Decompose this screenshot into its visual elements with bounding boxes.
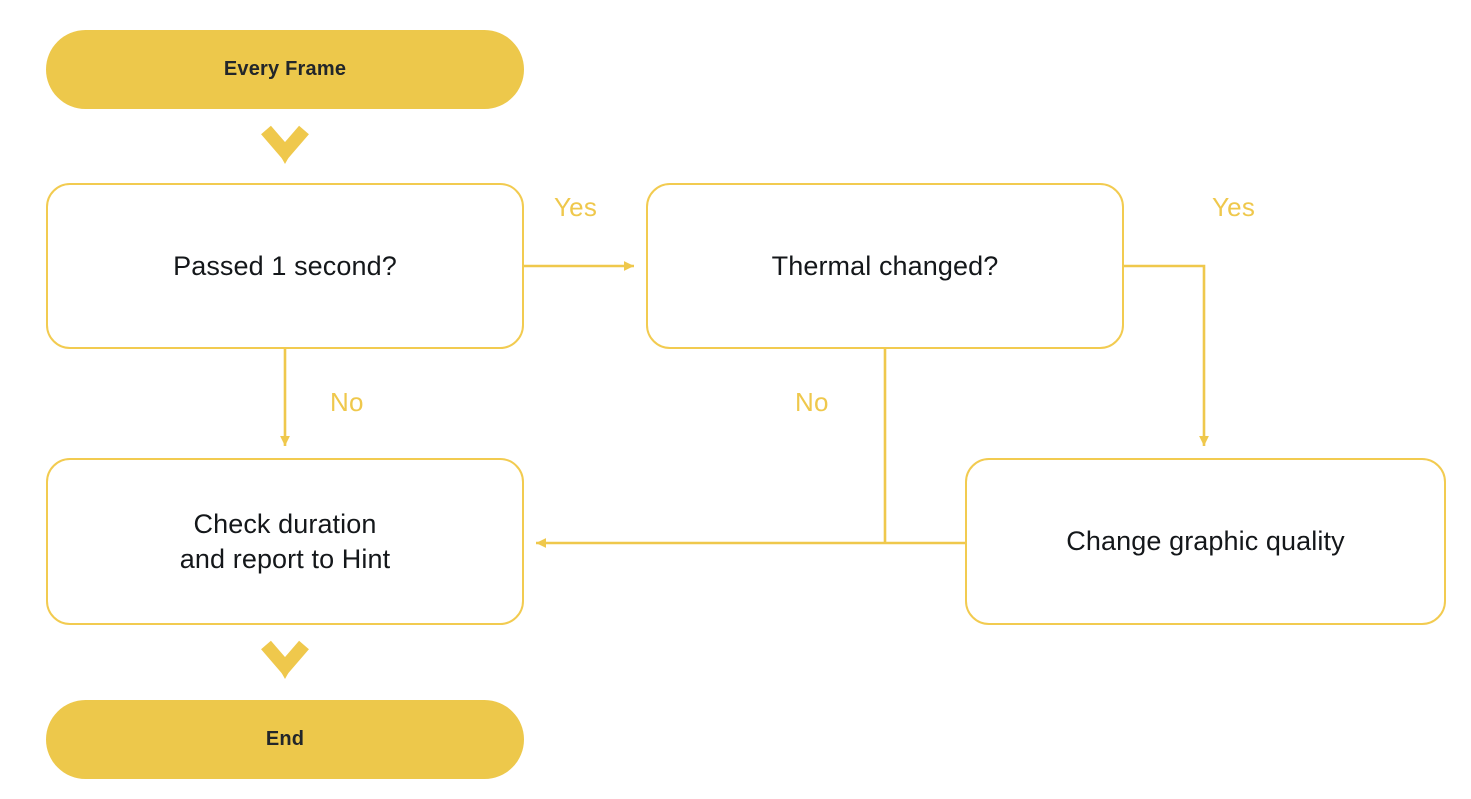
edge-label-no-passed-to-check: No — [330, 387, 364, 417]
node-start-every-frame[interactable]: Every Frame — [46, 30, 524, 109]
node-decision-thermal-changed[interactable]: Thermal changed? — [646, 183, 1124, 349]
node-process-check-duration[interactable]: Check duration and report to Hint — [46, 458, 524, 625]
node-end[interactable]: End — [46, 700, 524, 779]
chevron-start-to-passed — [261, 125, 309, 164]
node-change-label: Change graphic quality — [1066, 526, 1345, 557]
node-process-change-graphic-quality[interactable]: Change graphic quality — [965, 458, 1446, 625]
node-decision-passed-one-second[interactable]: Passed 1 second? — [46, 183, 524, 349]
node-check-label: Check duration and report to Hint — [179, 508, 391, 574]
edge-label-no-thermal-to-check: No — [795, 387, 829, 417]
edge-label-yes-thermal-to-change: Yes — [1212, 192, 1256, 222]
node-end-label: End — [265, 728, 305, 750]
node-start-label: Every Frame — [223, 58, 347, 80]
edge-label-yes-passed-to-thermal: Yes — [554, 192, 598, 222]
edge-thermal-yes-change — [1124, 264, 1209, 446]
node-passed-label: Passed 1 second? — [173, 250, 397, 281]
chevron-check-to-end — [261, 640, 309, 679]
node-thermal-label: Thermal changed? — [771, 250, 999, 281]
